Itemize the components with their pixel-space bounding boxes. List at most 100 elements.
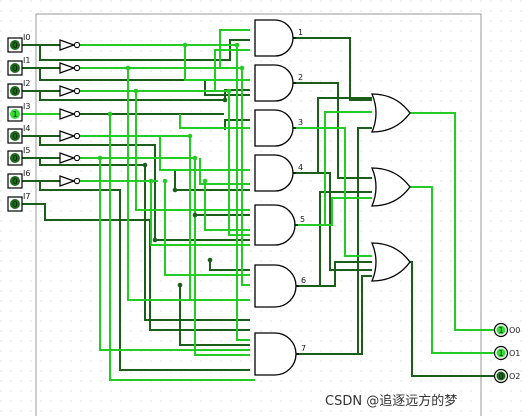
input-value: 0: [12, 132, 17, 141]
input-value: 0: [12, 200, 17, 209]
not-gate-bubble: [73, 132, 81, 140]
junction-dot: [192, 212, 198, 218]
wire: [410, 186, 495, 354]
input-state-led: [10, 40, 20, 50]
and-gate-label: 2: [298, 73, 303, 82]
and-gate-body: [254, 64, 294, 102]
junction-dot: [234, 42, 240, 48]
input-value: 0: [12, 154, 17, 163]
wire: [228, 91, 250, 236]
wire: [39, 39, 250, 61]
output-state-led: [496, 348, 506, 358]
or-gate-body: [371, 242, 411, 282]
input-label: I5: [23, 146, 30, 155]
wire: [127, 68, 250, 301]
not-gate-body: [59, 39, 76, 51]
and-gate-7: 7: [254, 332, 306, 376]
input-state-led: [10, 86, 20, 96]
input-pin-i7[interactable]: 0 I7: [7, 192, 30, 212]
input-label: I7: [23, 192, 30, 201]
input-label: I6: [23, 169, 30, 178]
or-gate: [371, 167, 411, 207]
junction-dot: [142, 162, 148, 168]
and-gate-body: [254, 154, 294, 192]
output-label: O2: [509, 372, 520, 381]
not-gate-body: [59, 130, 76, 142]
junction-dot: [202, 178, 208, 184]
not-gate-body: [59, 85, 76, 97]
wire: [39, 181, 250, 371]
wire: [39, 136, 250, 241]
not-gate-body: [59, 62, 76, 74]
junction-dot: [172, 187, 178, 193]
not-gate: [59, 108, 81, 120]
junction-dot: [125, 65, 131, 71]
not-gate-bubble: [73, 177, 81, 185]
watermark: CSDN @追逐远方的梦: [325, 393, 457, 409]
wire: [99, 158, 250, 351]
input-value: 0: [12, 177, 17, 186]
wire: [410, 112, 495, 331]
and-gate-body: [254, 204, 296, 246]
wire: [292, 82, 372, 179]
input-state-led: [10, 63, 20, 73]
not-gate-bubble: [73, 154, 81, 162]
input-state-led: [10, 131, 20, 141]
wire: [20, 203, 250, 331]
active-wires: [20, 29, 495, 381]
not-gate: [59, 152, 81, 164]
junction-dot: [107, 111, 113, 117]
not-gate-bubble: [73, 110, 81, 118]
input-state-led: [10, 153, 20, 163]
wire: [292, 275, 372, 355]
and-gate-body: [254, 19, 294, 57]
not-gate: [59, 130, 81, 142]
junction-dot: [152, 237, 158, 243]
wire: [179, 114, 250, 129]
output-value: 1: [498, 326, 503, 335]
junction-dot: [133, 88, 139, 94]
not-gate-body: [59, 152, 76, 164]
input-pin-i3[interactable]: 1I3: [7, 102, 30, 122]
junction-dot: [222, 97, 228, 103]
or-gates: [371, 93, 411, 282]
and-gate-body: [254, 109, 294, 147]
and-gate-label: 4: [298, 163, 303, 172]
junction-dot: [192, 155, 198, 161]
not-gate-bubble: [73, 41, 81, 49]
junction-dot: [226, 88, 232, 94]
and-gate-label: 5: [300, 215, 305, 224]
wire: [292, 172, 372, 271]
and-gate-label: 7: [301, 344, 306, 353]
input-value: 0: [12, 41, 17, 50]
wire: [292, 197, 372, 226]
wire: [292, 261, 372, 287]
input-pin-i2[interactable]: 0I2: [7, 79, 30, 99]
output-state-led: [496, 371, 506, 381]
wire: [164, 181, 250, 276]
input-pin-i4[interactable]: 0I4: [7, 124, 30, 144]
wire: [214, 49, 250, 91]
and-gate-body: [254, 264, 297, 308]
wire: [159, 136, 250, 171]
input-pin-i0[interactable]: 0I0: [7, 33, 30, 53]
not-gate: [59, 39, 81, 51]
and-gate-3: 3: [254, 109, 303, 147]
wire: [194, 158, 250, 356]
input-pin-i6[interactable]: 0 I6: [7, 169, 30, 189]
or-gate: [371, 242, 411, 282]
junction-dot: [182, 42, 188, 48]
input-pin-i5[interactable]: 0 I5: [7, 146, 30, 166]
input-pin-i1[interactable]: 0I1: [7, 56, 30, 76]
wire: [204, 181, 250, 231]
or-gate-body: [371, 167, 411, 207]
wire: [292, 127, 372, 257]
not-gate-bubble: [73, 87, 81, 95]
